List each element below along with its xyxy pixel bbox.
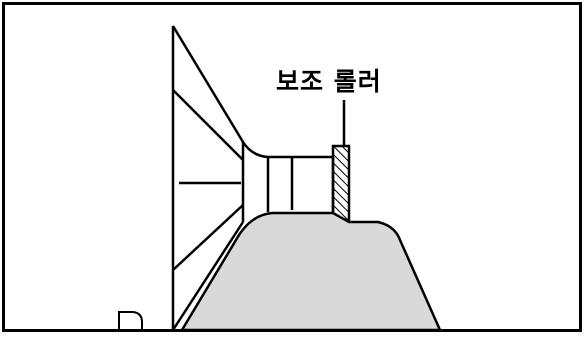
auxiliary-roller	[331, 144, 351, 222]
hub-barrel	[241, 141, 335, 222]
rail-body	[179, 211, 442, 332]
auxiliary-roller-label: 보조 롤러	[276, 67, 382, 96]
flange-plate	[171, 25, 245, 331]
corner-mark	[118, 311, 143, 330]
